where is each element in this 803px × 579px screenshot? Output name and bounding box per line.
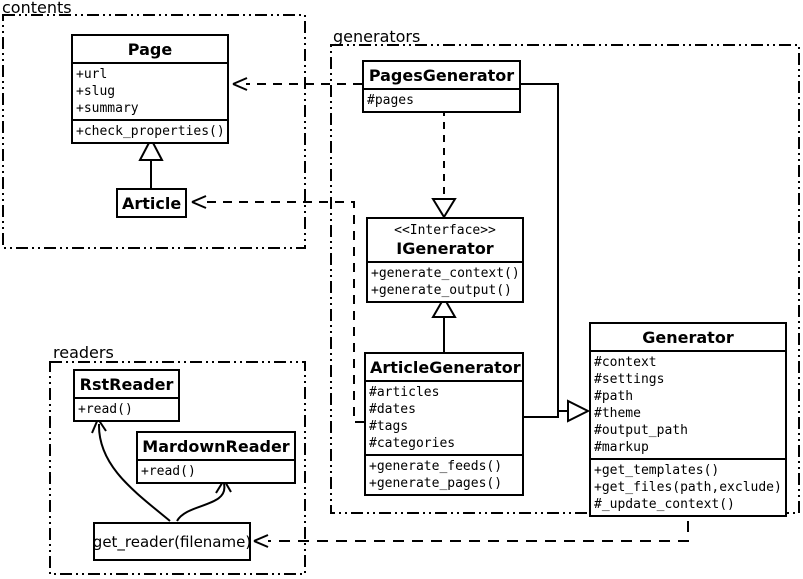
class-igenerator-methods: +generate_context() +generate_output() xyxy=(368,261,522,301)
class-mardownreader-title: MardownReader xyxy=(142,437,290,456)
attribute: #articles xyxy=(369,385,440,400)
method: +read() xyxy=(78,402,133,417)
attribute: #categories xyxy=(369,436,456,451)
class-pagesgenerator-title: PagesGenerator xyxy=(368,66,515,85)
method: +generate_context() xyxy=(371,266,520,281)
package-label-contents: contents xyxy=(2,0,72,17)
class-rstreader-methods: +read() xyxy=(75,397,178,420)
class-generator-methods: +get_templates() +get_files(path,exclude… xyxy=(591,458,785,515)
method: +read() xyxy=(141,464,196,479)
class-article: Article xyxy=(116,188,187,218)
class-page: Page +url +slug +summary +check_properti… xyxy=(71,34,229,144)
class-igenerator-title: IGenerator xyxy=(396,239,494,258)
package-label-generators: generators xyxy=(333,27,421,46)
class-pagesgenerator: PagesGenerator #pages xyxy=(362,60,521,113)
dependency-articlegenerator-article xyxy=(191,195,364,423)
class-igenerator: <<Interface>> IGenerator +generate_conte… xyxy=(366,217,524,303)
class-articlegenerator-title: ArticleGenerator xyxy=(370,358,521,377)
class-rstreader: RstReader +read() xyxy=(73,369,180,422)
method: +generate_output() xyxy=(371,283,512,298)
package-label-readers: readers xyxy=(53,343,114,362)
class-mardownreader: MardownReader +read() xyxy=(136,431,296,484)
attribute: #settings xyxy=(594,372,665,387)
method: +get_files(path,exclude) xyxy=(594,480,782,495)
class-page-methods: +check_properties() xyxy=(73,119,227,142)
dependency-generator-getreader xyxy=(253,502,689,548)
method: +generate_feeds() xyxy=(369,459,503,474)
class-igenerator-stereotype: <<Interface>> xyxy=(394,223,496,238)
class-rstreader-title: RstReader xyxy=(79,375,174,394)
package-contents-border xyxy=(2,14,306,249)
attribute: #tags xyxy=(369,419,409,434)
realization-pagesgenerator-igenerator xyxy=(431,109,457,219)
class-articlegenerator-attributes: #articles #dates #tags #categories xyxy=(366,380,522,454)
class-pagesgenerator-attributes: #pages xyxy=(364,88,519,111)
method: +generate_pages() xyxy=(369,476,503,491)
class-page-attributes: +url +slug +summary xyxy=(73,62,227,119)
class-articlegenerator: ArticleGenerator #articles #dates #tags … xyxy=(364,352,524,496)
generalization-articlegenerator-igenerator xyxy=(431,296,457,352)
class-generator-attributes: #context #settings #path #theme #output_… xyxy=(591,350,785,458)
class-page-title: Page xyxy=(127,40,173,59)
method: +get_templates() xyxy=(594,463,720,478)
attribute: #output_path xyxy=(594,423,688,438)
class-mardownreader-methods: +read() xyxy=(138,459,294,482)
node-get-reader: get_reader(filename) xyxy=(93,522,251,561)
package-generators-border xyxy=(330,44,800,514)
method: #_update_context() xyxy=(594,497,735,512)
attribute: +slug xyxy=(76,84,116,99)
package-readers-border xyxy=(49,361,306,575)
attribute: #pages xyxy=(367,93,414,108)
attribute: #dates xyxy=(369,402,416,417)
attribute: #markup xyxy=(594,440,649,455)
method: +check_properties() xyxy=(76,124,225,139)
generalization-article-page xyxy=(138,136,164,188)
generalization-generators-generator xyxy=(521,83,591,423)
class-articlegenerator-methods: +generate_feeds() +generate_pages() xyxy=(366,454,522,494)
attribute: +url xyxy=(76,67,108,82)
class-article-title: Article xyxy=(122,194,182,213)
dependency-pagesgenerator-page xyxy=(232,77,362,91)
class-generator-title: Generator xyxy=(642,328,734,347)
attribute: +summary xyxy=(76,101,139,116)
attribute: #theme xyxy=(594,406,641,421)
class-generator: Generator #context #settings #path #them… xyxy=(589,322,787,517)
attribute: #context xyxy=(594,355,657,370)
attribute: #path xyxy=(594,389,634,404)
arrow-getreader-mardownreader xyxy=(176,479,232,522)
node-get-reader-label: get_reader(filename) xyxy=(92,532,252,551)
